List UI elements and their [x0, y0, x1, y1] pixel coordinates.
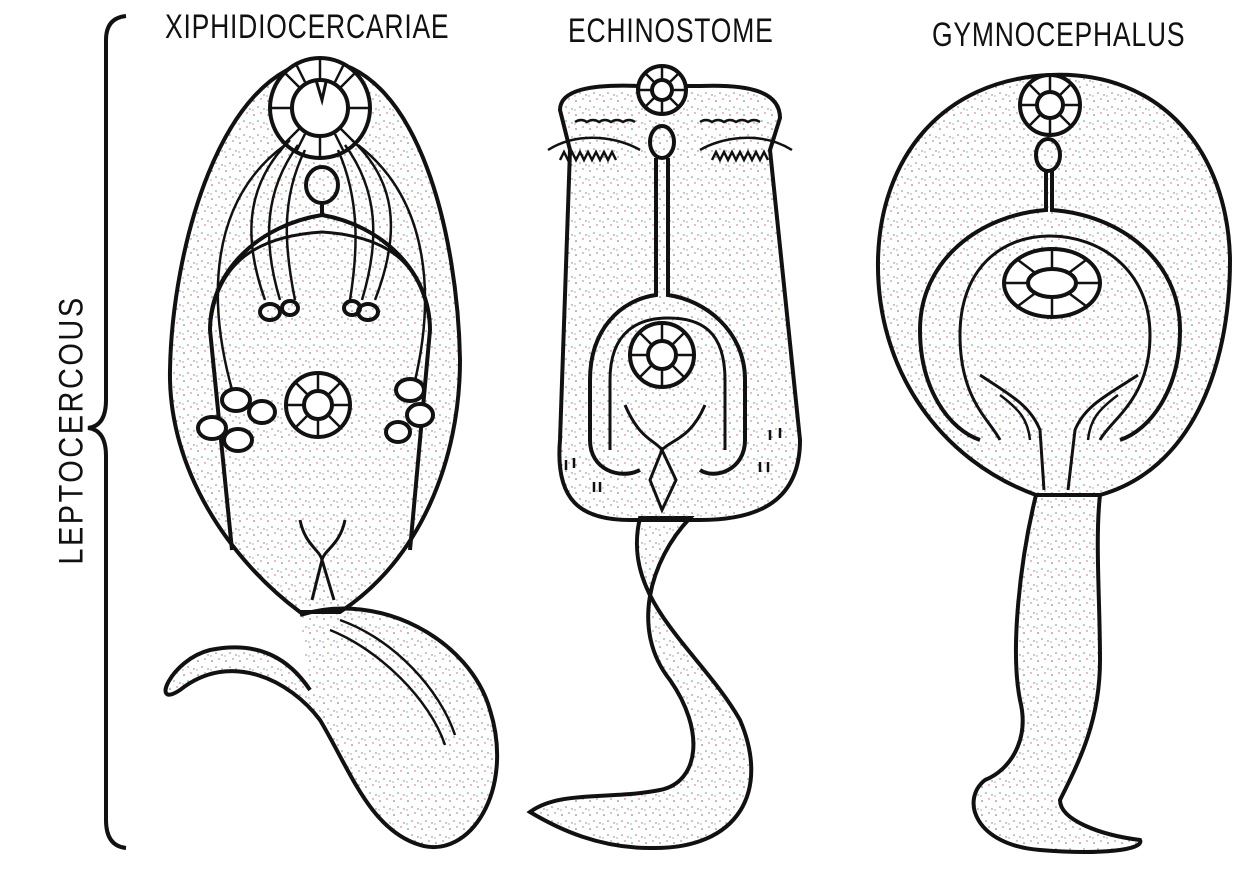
brace — [88, 16, 126, 848]
tail — [530, 518, 751, 848]
tail — [974, 495, 1141, 852]
gymnocephalus — [878, 75, 1230, 852]
echinostome — [530, 66, 800, 848]
tail — [166, 608, 498, 847]
xiphidiocercaria — [166, 58, 498, 847]
